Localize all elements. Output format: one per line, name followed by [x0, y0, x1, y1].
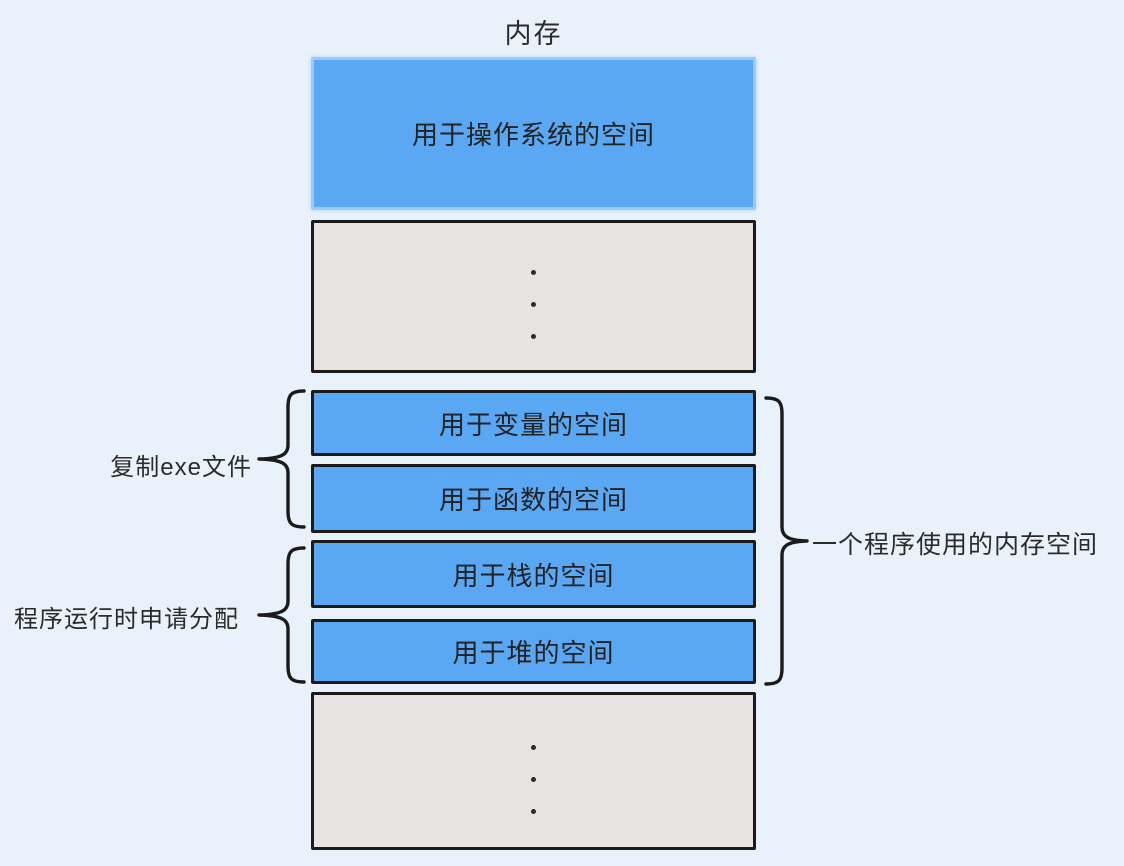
segment-os-space: 用于操作系统的空间 [311, 57, 756, 210]
brace-program-memory [764, 396, 809, 686]
label-runtime-alloc: 程序运行时申请分配 [14, 606, 239, 633]
segment-heap: 用于堆的空间 [311, 619, 756, 684]
segment-variables: 用于变量的空间 [311, 390, 756, 456]
vertical-ellipsis-icon [531, 270, 536, 339]
segment-os-space-label: 用于操作系统的空间 [411, 120, 655, 150]
diagram-title: 内存 [504, 19, 563, 49]
vertical-ellipsis-icon [531, 744, 536, 814]
label-program-memory: 一个程序使用的内存空间 [812, 531, 1099, 559]
segment-heap-label: 用于堆的空间 [452, 638, 615, 668]
segment-stack: 用于栈的空间 [311, 540, 756, 608]
segment-functions-label: 用于函数的空间 [438, 485, 628, 515]
brace-runtime-alloc [257, 546, 306, 684]
segment-stack-label: 用于栈的空间 [452, 560, 615, 591]
ellipsis-box-bottom [311, 692, 756, 850]
ellipsis-box-top [311, 220, 756, 373]
segment-functions: 用于函数的空间 [311, 464, 756, 533]
segment-variables-label: 用于变量的空间 [438, 409, 628, 440]
brace-copy-exe [257, 389, 306, 529]
label-copy-exe: 复制exe文件 [110, 454, 252, 481]
